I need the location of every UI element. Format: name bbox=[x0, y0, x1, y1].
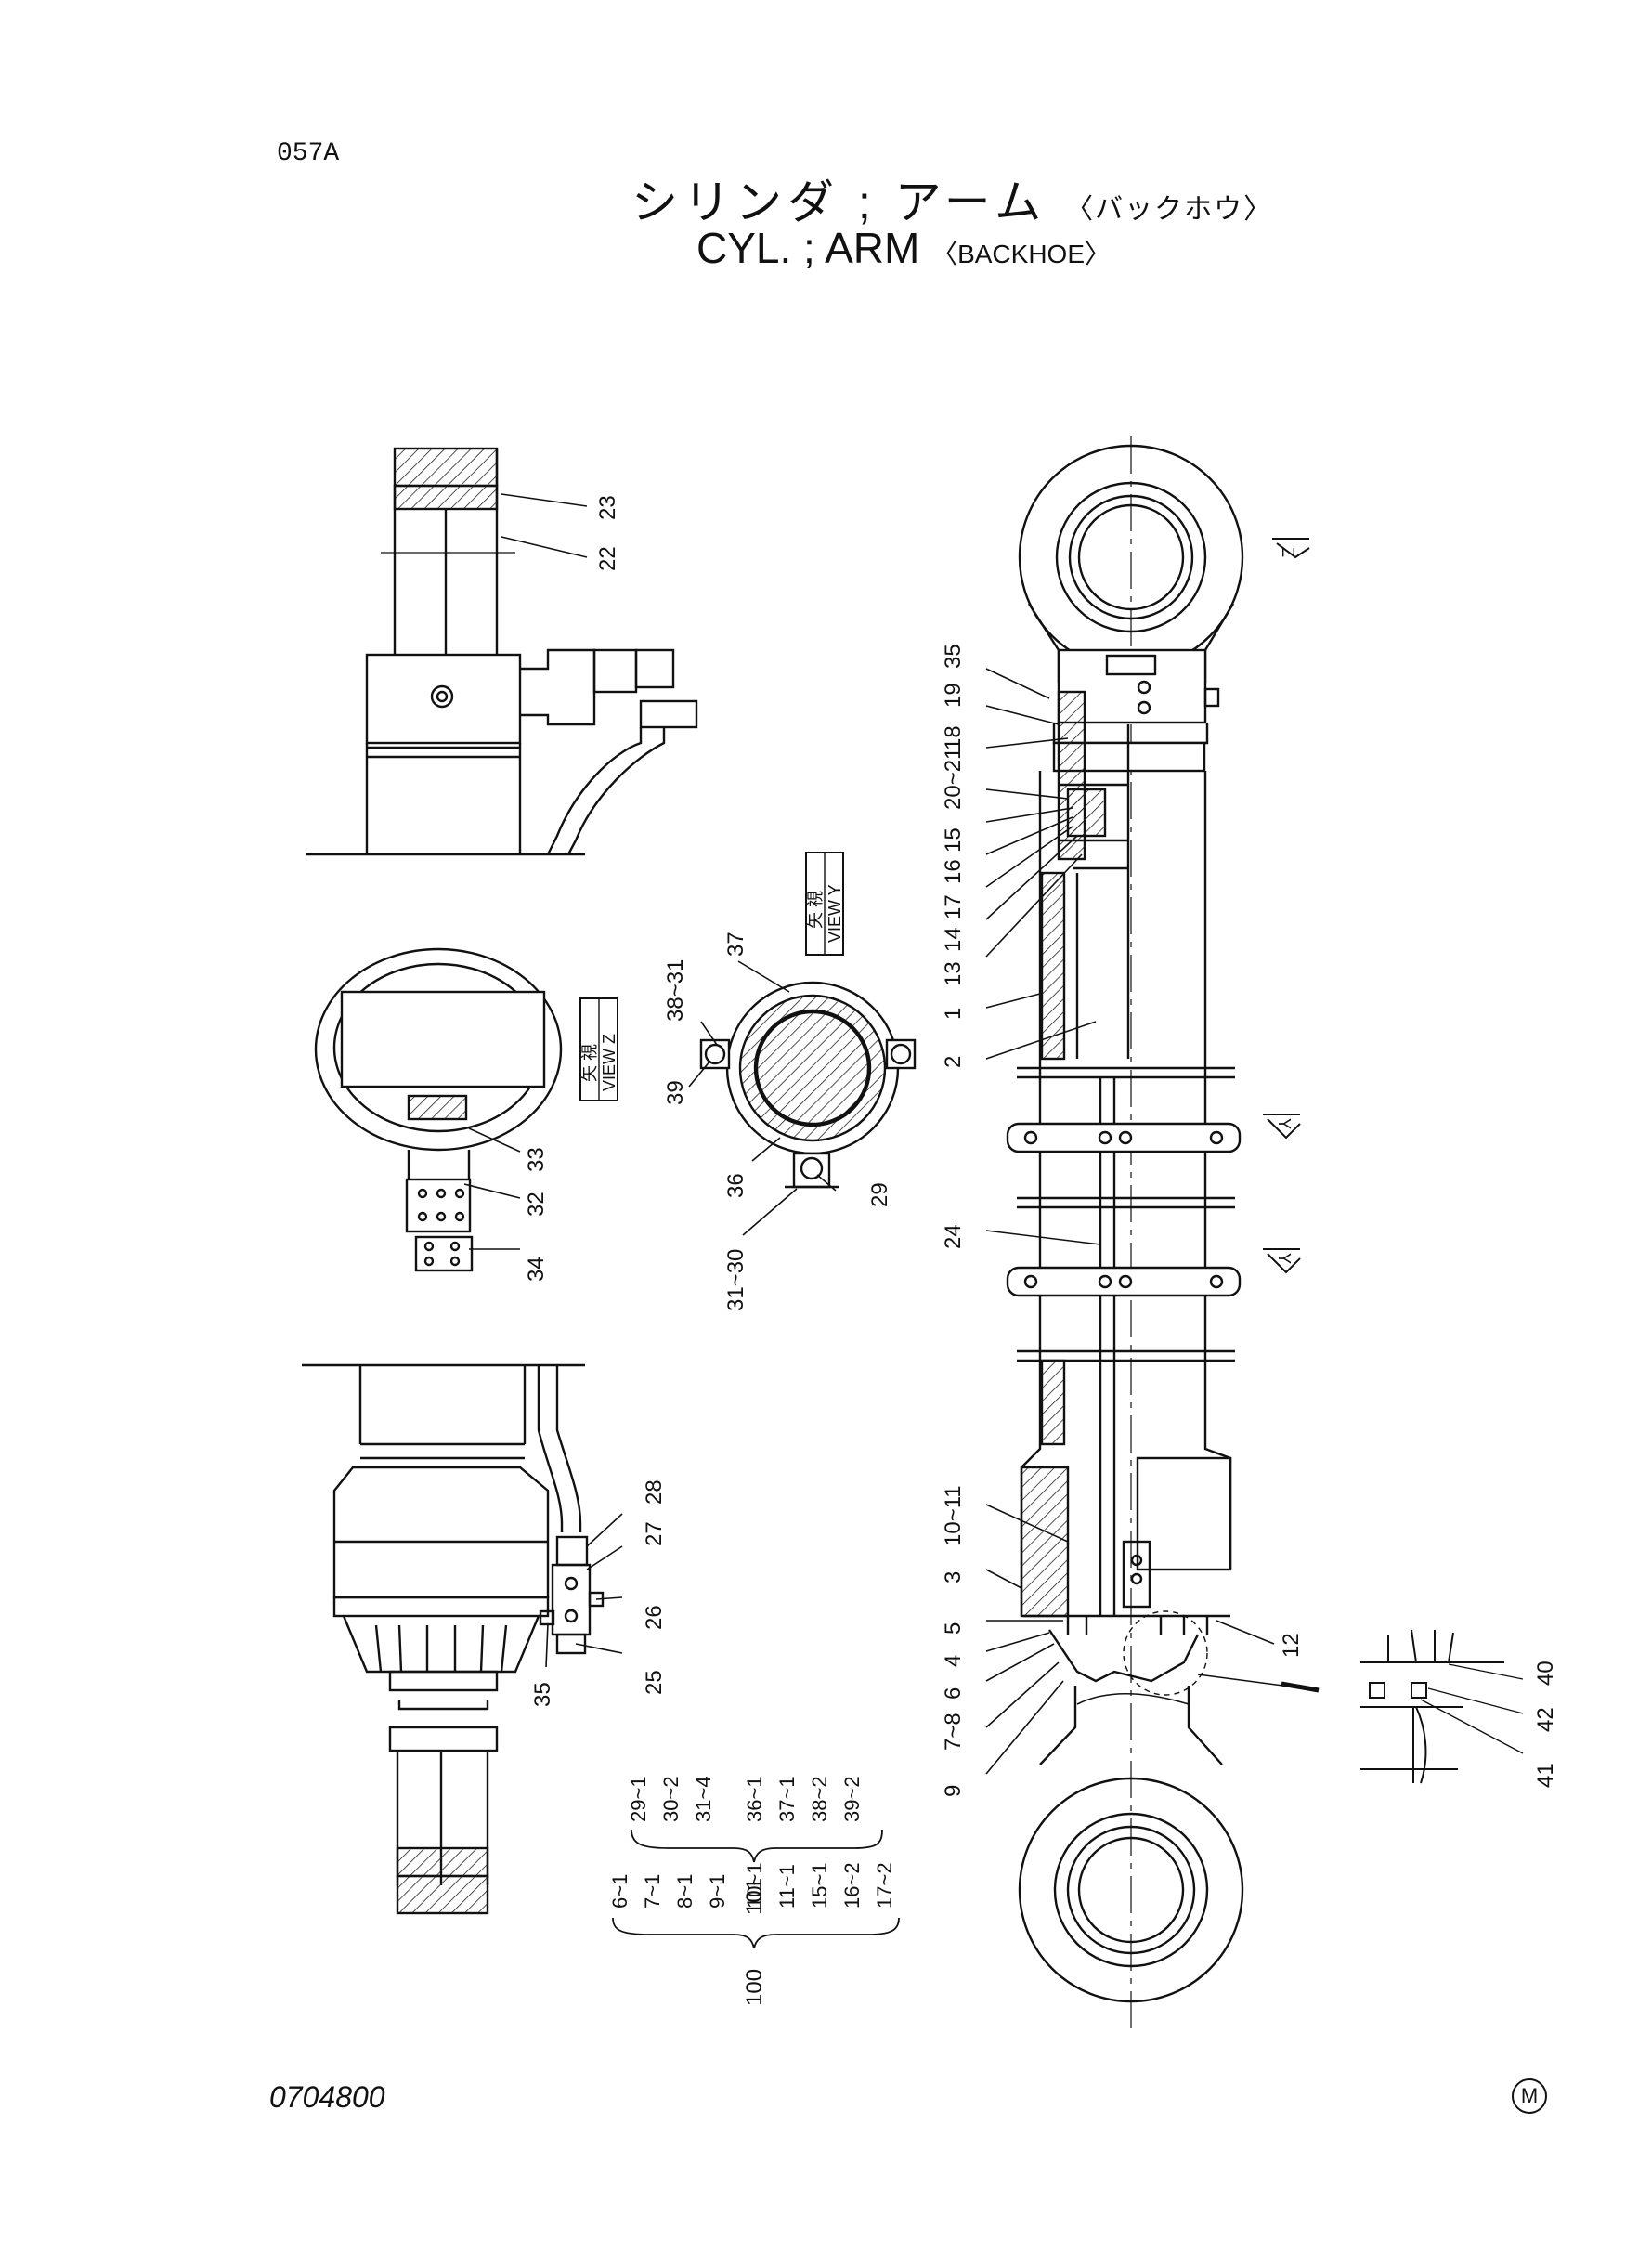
kit100-item-2: 7~1 bbox=[641, 1874, 664, 1909]
section-y-letter-2: Y bbox=[1275, 1253, 1294, 1264]
callout-6: 6 bbox=[941, 1687, 966, 1700]
callout-35-bottom: 35 bbox=[530, 1682, 555, 1707]
kit100-item-7: 15~1 bbox=[808, 1862, 831, 1909]
callout-24: 24 bbox=[941, 1224, 966, 1249]
view-z-text: VIEW Z bbox=[600, 1034, 618, 1091]
callout-7-8: 7~8 bbox=[941, 1713, 966, 1751]
kit-braces bbox=[612, 1829, 900, 1949]
view-z-label-box: 矢 視 VIEW Z bbox=[579, 997, 618, 1101]
callout-3: 3 bbox=[941, 1571, 966, 1583]
callout-22: 22 bbox=[595, 546, 620, 571]
title-english: CYL. ; ARM 〈BACKHOE〉 bbox=[696, 223, 1111, 273]
callout-17: 17 bbox=[941, 894, 966, 919]
kit-101-list: 29~1 30~2 31~4 36~1 37~1 38~2 39~2 101 bbox=[627, 1776, 864, 1915]
kit101-item-6: 38~2 bbox=[808, 1776, 831, 1822]
rod-end-detail bbox=[302, 1363, 605, 1915]
title-jp-note: 〈バックホウ〉 bbox=[1065, 194, 1274, 225]
section-view-y bbox=[699, 981, 917, 1189]
callout-29: 29 bbox=[867, 1182, 892, 1207]
head-end-detail bbox=[306, 447, 698, 856]
callout-42: 42 bbox=[1533, 1707, 1558, 1732]
title-en-note: 〈BACKHOE〉 bbox=[931, 240, 1112, 268]
kit100-item-1: 6~1 bbox=[608, 1874, 631, 1909]
callout-26: 26 bbox=[642, 1605, 667, 1630]
section-arrow-z bbox=[1272, 538, 1310, 559]
kit101-label: 101 bbox=[742, 1878, 767, 1915]
callout-16: 16 bbox=[941, 859, 966, 884]
title-en-main: CYL. ; ARM bbox=[696, 224, 920, 272]
kit100-item-6: 11~1 bbox=[775, 1864, 799, 1909]
kit101-item-4: 36~1 bbox=[743, 1776, 766, 1822]
section-view-z bbox=[314, 947, 563, 1272]
callout-23: 23 bbox=[595, 495, 620, 520]
view-y-label-box: 矢 視 VIEW Y bbox=[805, 852, 844, 956]
callout-27: 27 bbox=[642, 1521, 667, 1546]
rod-end-leaders bbox=[545, 1513, 623, 1668]
callout-40: 40 bbox=[1533, 1661, 1558, 1686]
view-z-leaders bbox=[463, 1127, 521, 1250]
kit101-item-1: 29~1 bbox=[627, 1776, 650, 1822]
kit100-item-9: 17~2 bbox=[873, 1862, 896, 1909]
kit100-item-5: 10~1 bbox=[743, 1862, 766, 1909]
bottom-eye-outer bbox=[1018, 1777, 1244, 2003]
section-y-letter-1: Y bbox=[1275, 1118, 1294, 1129]
callout-12: 12 bbox=[1279, 1633, 1304, 1658]
callout-10-11: 10~11 bbox=[941, 1485, 966, 1546]
drawing-number: 0704800 bbox=[269, 2080, 385, 2114]
callout-38-31: 38~31 bbox=[663, 959, 688, 1022]
callout-14: 14 bbox=[941, 927, 966, 952]
callout-33: 33 bbox=[524, 1147, 549, 1172]
callout-19: 19 bbox=[941, 683, 966, 708]
view-y-jp: 矢 視 bbox=[806, 891, 825, 929]
callout-5: 5 bbox=[941, 1622, 966, 1635]
callout-41: 41 bbox=[1533, 1763, 1558, 1788]
head-end-leaders bbox=[501, 493, 588, 558]
pipe-clamp-lower bbox=[1006, 1266, 1242, 1297]
kit100-item-4: 9~1 bbox=[706, 1874, 729, 1909]
callout-36: 36 bbox=[723, 1173, 748, 1198]
m-mark: M bbox=[1512, 2078, 1547, 2114]
page-code: 057A bbox=[277, 139, 340, 168]
view-y-text: VIEW Y bbox=[826, 884, 844, 943]
pipe-clamp-upper bbox=[1006, 1122, 1242, 1153]
callout-37: 37 bbox=[723, 932, 748, 957]
callout-34: 34 bbox=[524, 1257, 549, 1282]
fitting-detail bbox=[1360, 1629, 1504, 1784]
callout-1: 1 bbox=[941, 1008, 966, 1020]
main-leader-lines bbox=[985, 668, 1275, 1775]
callout-13: 13 bbox=[941, 961, 966, 986]
kit100-item-3: 8~1 bbox=[673, 1874, 696, 1909]
callout-35-top: 35 bbox=[941, 644, 966, 669]
title-jp-main: シリンダ ; アーム bbox=[631, 176, 1047, 228]
kit101-item-3: 31~4 bbox=[692, 1776, 715, 1822]
callout-28: 28 bbox=[642, 1479, 667, 1505]
callout-31-30: 31~30 bbox=[723, 1249, 748, 1311]
callout-39: 39 bbox=[663, 1080, 688, 1105]
callout-labels: 23 22 35 19 18 20~21 15 16 17 14 13 1 2 … bbox=[524, 495, 1558, 1797]
title-japanese: シリンダ ; アーム 〈バックホウ〉 bbox=[631, 165, 1273, 232]
section-arrow-y bbox=[1263, 1114, 1301, 1274]
callout-18: 18 bbox=[941, 725, 966, 750]
kit100-item-8: 16~2 bbox=[840, 1862, 864, 1909]
view-z-jp: 矢 視 bbox=[580, 1044, 599, 1082]
section-z-letter: Z bbox=[1279, 547, 1297, 557]
callout-2: 2 bbox=[941, 1056, 966, 1068]
callout-32: 32 bbox=[524, 1192, 549, 1217]
callout-25: 25 bbox=[642, 1670, 667, 1695]
kit101-item-7: 39~2 bbox=[840, 1776, 864, 1822]
callout-20-21: 20~21 bbox=[941, 748, 966, 810]
main-cylinder-assembly bbox=[1006, 436, 1320, 2034]
kit-100-list: 6~1 7~1 8~1 9~1 10~1 11~1 15~1 16~2 17~2… bbox=[608, 1862, 896, 2006]
kit101-item-2: 30~2 bbox=[659, 1776, 683, 1822]
kit101-item-5: 37~1 bbox=[775, 1776, 799, 1822]
fitting-leaders bbox=[1420, 1663, 1524, 1754]
callout-15: 15 bbox=[941, 827, 966, 853]
callout-4: 4 bbox=[941, 1655, 966, 1667]
kit100-label: 100 bbox=[742, 1969, 767, 2006]
callout-9: 9 bbox=[941, 1785, 966, 1797]
view-y-leaders bbox=[688, 960, 837, 1236]
